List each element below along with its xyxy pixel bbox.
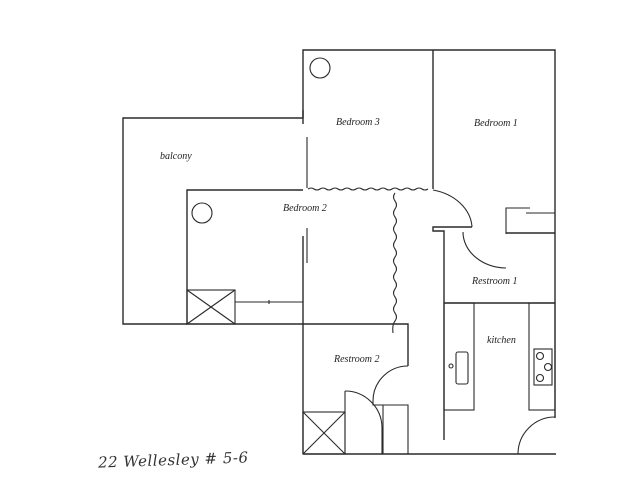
shaft-box-icon (302, 411, 346, 455)
restroom-1-walls (444, 231, 555, 304)
restroom-2-walls (302, 323, 409, 455)
kitchen-walls (303, 302, 556, 455)
closet-circle-icon (191, 202, 213, 224)
shaft-box-icon (186, 289, 236, 325)
counter-left (443, 302, 475, 411)
balcony-walls (122, 110, 304, 325)
bedroom-2-walls (186, 189, 398, 454)
room-label-restroom-2: Restroom 2 (334, 354, 380, 365)
room-label-kitchen: kitchen (487, 335, 516, 346)
burner-icon (543, 362, 553, 372)
curtain-partition-vertical (392, 192, 398, 334)
counter-right (528, 302, 556, 411)
room-label-bedroom-3: Bedroom 3 (336, 117, 380, 128)
room-label-bedroom-2: Bedroom 2 (283, 203, 327, 214)
room-label-bedroom-1: Bedroom 1 (474, 118, 518, 129)
room-label-restroom-1: Restroom 1 (472, 276, 518, 287)
sink-icon (455, 351, 469, 385)
burner-icon (535, 373, 545, 383)
curtain-partition-horizontal (307, 187, 429, 191)
bedroom-1-walls (432, 189, 556, 440)
burner-icon (535, 351, 545, 361)
bedroom-3-walls (302, 49, 556, 212)
room-label-balcony: balcony (160, 151, 192, 162)
entry-door-swing (517, 416, 556, 455)
closet-circle-icon (309, 57, 331, 79)
